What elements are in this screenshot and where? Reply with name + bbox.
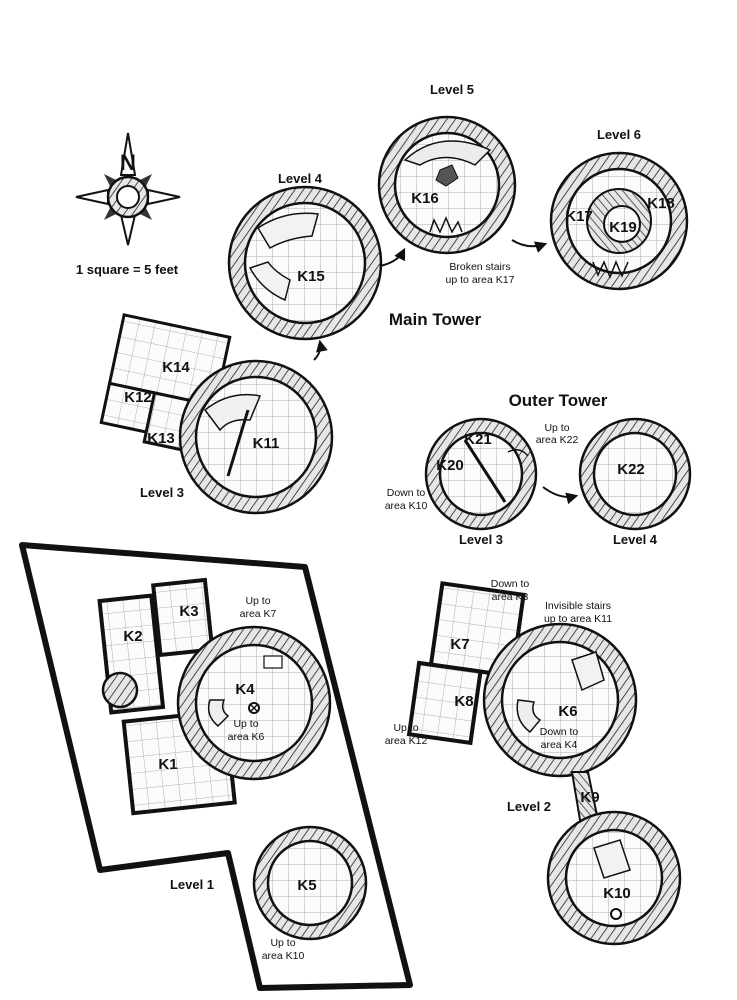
note-invisible-stairs-line2: up to area K11 [544,613,612,625]
level2-map [406,581,682,946]
room-label-k2: K2 [123,628,142,645]
room-label-k17: K17 [565,208,593,225]
note-up-k10-line2: area K10 [262,950,305,962]
room-label-k12: K12 [124,389,152,406]
room-label-k15: K15 [297,268,325,285]
room-label-k18: K18 [647,195,675,212]
arrow-icon [511,239,548,253]
note-up-k22-line2: area K22 [536,434,579,446]
north-label: N [120,150,136,175]
level-label: Level 3 [140,485,184,500]
room-label-k8: K8 [454,693,473,710]
note-down-k3-line2: area K3 [492,591,529,603]
room-label-k22: K22 [617,461,645,478]
room-label-k3: K3 [179,603,198,620]
room-label-k9: K9 [580,789,599,806]
note-broken-stairs-line1: Broken stairs [449,261,510,273]
note-down-k4-line1: Down to [540,726,579,738]
note-up-k22-line1: Up to [544,422,569,434]
room-label-k4: K4 [235,681,255,698]
outer-tower-heading: Outer Tower [509,391,608,410]
note-down-k3-line1: Down to [491,578,530,590]
room-label-k11: K11 [253,435,280,452]
room-label-k7: K7 [450,636,469,653]
arrow-icon [379,247,406,267]
arrow-icon [542,486,579,505]
level-label: Level 4 [613,532,658,547]
room-label-k19: K19 [609,219,637,236]
note-up-k12-line2: area K12 [385,735,428,747]
scale-label: 1 square = 5 feet [76,262,179,277]
note-down-k4-line2: area K4 [541,739,578,751]
level-label: Level 3 [459,532,503,547]
main-level3-map [99,313,334,515]
note-up-k7-line1: Up to [245,595,270,607]
note-broken-stairs-line2: up to area K17 [446,274,515,286]
outer-level4-map [578,417,692,531]
level5-map [377,115,517,255]
note-up-k6-line1: Up to [233,718,258,730]
level-label: Level 6 [597,127,641,142]
note-up-k10-line1: Up to [270,937,295,949]
compass-rose-icon [75,132,181,246]
main-level4-map [227,185,383,341]
room-label-k13: K13 [147,430,175,447]
note-up-k7-line2: area K7 [240,608,277,620]
note-up-k6-line2: area K6 [228,731,265,743]
note-invisible-stairs-line1: Invisible stairs [545,600,611,612]
level-label: Level 2 [507,799,551,814]
room-label-k6: K6 [558,703,577,720]
room-label-k20: K20 [436,457,464,474]
room-label-k21: K21 [464,431,492,448]
note-down-k10-line1: Down to [387,487,426,499]
note-up-k12-line1: Up to [393,722,418,734]
room-label-k14: K14 [162,359,190,376]
level-label: Level 1 [170,877,214,892]
room-label-k5: K5 [297,877,316,894]
level6-map [549,151,689,291]
room-label-k1: K1 [158,756,177,773]
level-label: Level 4 [278,171,323,186]
room-label-k16: K16 [411,190,439,207]
arrow-icon [313,339,328,361]
main-tower-heading: Main Tower [389,310,482,329]
level1-map [19,542,413,991]
outer-level3-map [424,417,538,531]
note-down-k10-line2: area K10 [385,500,428,512]
level-label: Level 5 [430,82,474,97]
room-label-k10: K10 [603,885,631,902]
